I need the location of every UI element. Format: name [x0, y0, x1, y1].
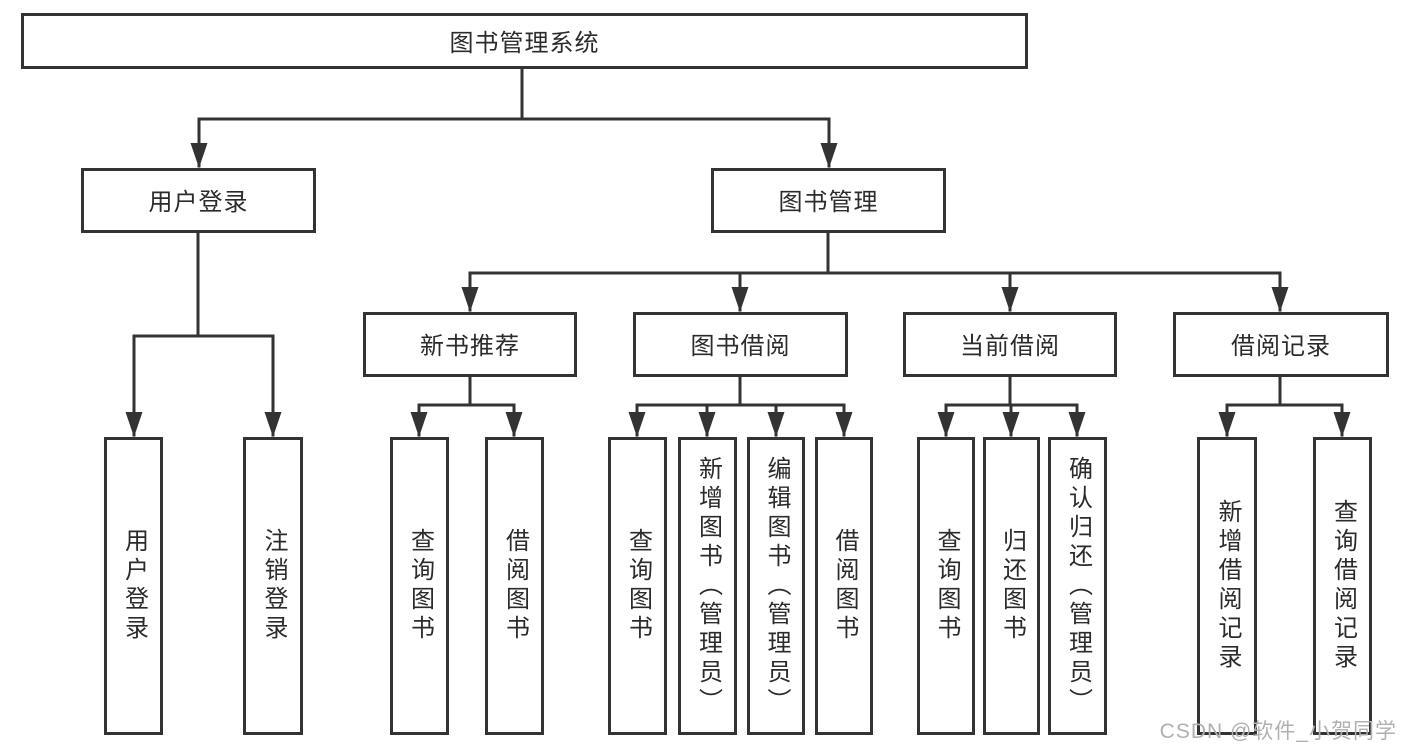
arrowhead-icon [1002, 412, 1020, 437]
node-return-book: 归还图书 [983, 437, 1040, 735]
node-label: 查询图书 [933, 528, 960, 644]
node-label: 查询图书 [624, 528, 652, 644]
node-label: 确认归还（管理员） [1064, 455, 1092, 717]
node-query-books-recommend: 查询图书 [390, 437, 449, 735]
node-label: 图书管理系统 [449, 29, 600, 57]
node-confirm-return-admin: 确认归还（管理员） [1048, 437, 1107, 735]
node-label: 注销登录 [260, 528, 287, 644]
node-user-login: 用户登录 [81, 168, 316, 233]
node-user-login-action: 用户登录 [104, 437, 163, 735]
arrowhead-icon [505, 412, 523, 437]
arrowhead-icon [628, 412, 646, 437]
node-borrow-books-action: 借阅图书 [815, 437, 873, 735]
arrowhead-icon [190, 143, 208, 168]
arrowhead-icon [767, 412, 785, 437]
node-add-book-admin: 新增图书（管理员） [678, 437, 737, 735]
arrowhead-icon [461, 287, 479, 312]
node-label: 查询借阅记录 [1329, 499, 1357, 673]
arrowhead-icon [1001, 287, 1019, 312]
node-book-borrow: 图书借阅 [633, 312, 848, 377]
node-label: 用户登录 [148, 189, 249, 216]
node-label: 用户登录 [120, 528, 148, 644]
node-current-borrow: 当前借阅 [903, 312, 1117, 377]
arrowhead-icon [937, 412, 955, 437]
node-logout-action: 注销登录 [243, 437, 303, 735]
node-borrow-books-recommend: 借阅图书 [485, 437, 544, 735]
node-label: 编辑图书（管理员） [763, 455, 790, 717]
node-query-books-borrow: 查询图书 [608, 437, 667, 735]
node-label: 借阅图书 [501, 528, 529, 644]
node-library-management-system: 图书管理系统 [21, 13, 1028, 69]
node-new-book-recommend: 新书推荐 [363, 312, 577, 377]
node-label: 图书管理 [778, 189, 879, 216]
node-label: 当前借阅 [960, 333, 1060, 360]
node-label: 图书借阅 [690, 333, 791, 360]
node-label: 借阅记录 [1231, 333, 1331, 360]
node-label: 借阅图书 [831, 528, 858, 644]
arrowhead-icon [820, 143, 838, 168]
arrowhead-icon [731, 287, 749, 312]
node-book-management: 图书管理 [711, 168, 946, 233]
arrowhead-icon [264, 412, 282, 437]
node-label: 归还图书 [998, 528, 1026, 644]
node-label: 新书推荐 [420, 333, 520, 360]
arrowhead-icon [1271, 287, 1289, 312]
node-label: 查询图书 [406, 528, 434, 644]
arrowhead-icon [835, 412, 853, 437]
node-query-borrow-record: 查询借阅记录 [1313, 437, 1372, 735]
watermark: CSDN @软件_小贺同学 [1159, 720, 1397, 743]
node-label: 新增图书（管理员） [694, 455, 722, 717]
node-borrow-records: 借阅记录 [1173, 312, 1389, 377]
arrowhead-icon [125, 412, 143, 437]
node-label: 新增借阅记录 [1214, 499, 1241, 673]
node-query-books-current: 查询图书 [917, 437, 975, 735]
arrowhead-icon [698, 412, 716, 437]
arrowhead-icon [1333, 412, 1351, 437]
node-add-borrow-record: 新增借阅记录 [1197, 437, 1257, 735]
arrowhead-icon [410, 412, 428, 437]
node-edit-book-admin: 编辑图书（管理员） [747, 437, 805, 735]
arrowhead-icon [1218, 412, 1236, 437]
arrowhead-icon [1068, 412, 1086, 437]
